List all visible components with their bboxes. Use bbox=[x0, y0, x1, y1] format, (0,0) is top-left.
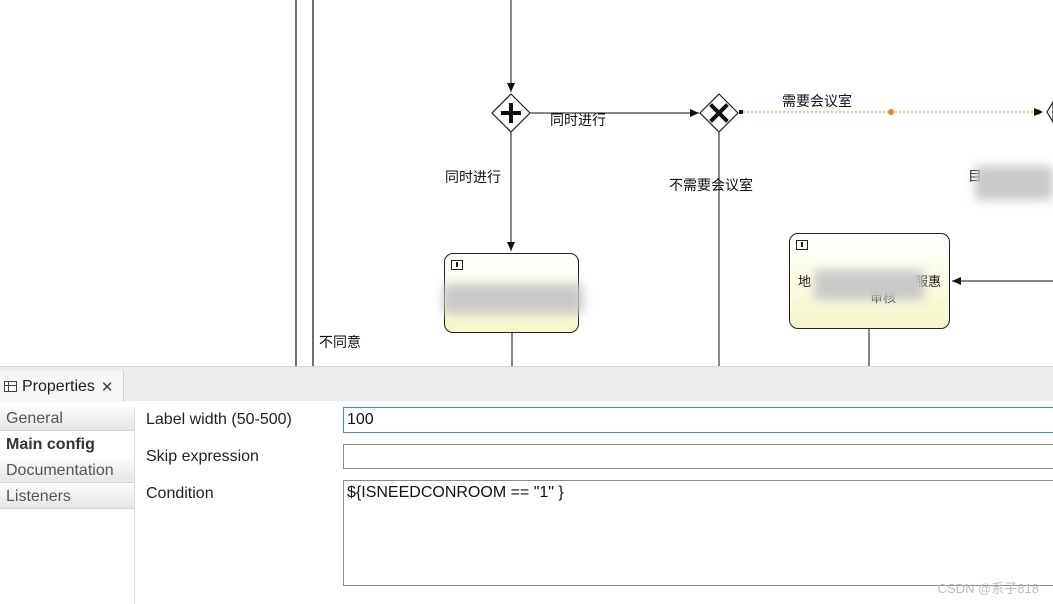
label-width-input[interactable]: 100 bbox=[343, 407, 1053, 433]
user-task-icon bbox=[451, 260, 463, 270]
nav-general[interactable]: General bbox=[0, 407, 134, 431]
flow-label-no-need-room: 不需要会议室 bbox=[669, 178, 753, 194]
properties-panel: Properties ✕ General Main config Documen… bbox=[0, 366, 1053, 604]
nav-listeners[interactable]: Listeners bbox=[0, 485, 134, 509]
properties-tab-title: Properties bbox=[22, 377, 95, 395]
flow-label-parallel-down: 同时进行 bbox=[445, 170, 501, 186]
properties-table-icon bbox=[4, 381, 17, 392]
blurred-task-text bbox=[814, 270, 924, 300]
watermark-text: CSDN @系子818 bbox=[937, 581, 1039, 596]
user-task-icon bbox=[796, 240, 808, 250]
nav-main-config[interactable]: Main config bbox=[0, 433, 134, 457]
parallel-gateway[interactable] bbox=[491, 93, 531, 133]
exclusive-gateway[interactable] bbox=[699, 93, 739, 133]
flow-label-disagree: 不同意 bbox=[319, 335, 361, 351]
process-diagram-canvas[interactable]: 同时进行 同时进行 需要会议室 不需要会议室 不同意 目 地 服惠 审核 bbox=[0, 0, 1053, 366]
sequence-flow-need-room[interactable] bbox=[739, 100, 1053, 124]
properties-tab-bar: Properties ✕ bbox=[0, 366, 1053, 402]
properties-tab[interactable]: Properties ✕ bbox=[0, 371, 124, 402]
properties-side-nav: General Main config Documentation Listen… bbox=[0, 407, 135, 604]
close-icon[interactable]: ✕ bbox=[100, 378, 114, 396]
blurred-task-text bbox=[443, 284, 583, 314]
diagram-svg bbox=[295, 0, 1053, 366]
user-task-right[interactable]: 地 服惠 审核 bbox=[789, 233, 950, 329]
task-label-line1: 地 bbox=[798, 275, 812, 290]
condition-label: Condition bbox=[146, 485, 214, 502]
flow-label-parallel-right: 同时进行 bbox=[550, 113, 606, 129]
condition-textarea[interactable]: ${ISNEEDCONROOM == "1" } bbox=[343, 480, 1053, 586]
label-width-label: Label width (50-500) bbox=[146, 411, 292, 428]
nav-documentation[interactable]: Documentation bbox=[0, 459, 134, 483]
skip-expression-label: Skip expression bbox=[146, 448, 259, 465]
blurred-label bbox=[975, 166, 1053, 200]
skip-expression-input[interactable] bbox=[343, 444, 1053, 469]
flow-label-need-room: 需要会议室 bbox=[782, 94, 852, 110]
user-task-left[interactable] bbox=[443, 253, 583, 333]
